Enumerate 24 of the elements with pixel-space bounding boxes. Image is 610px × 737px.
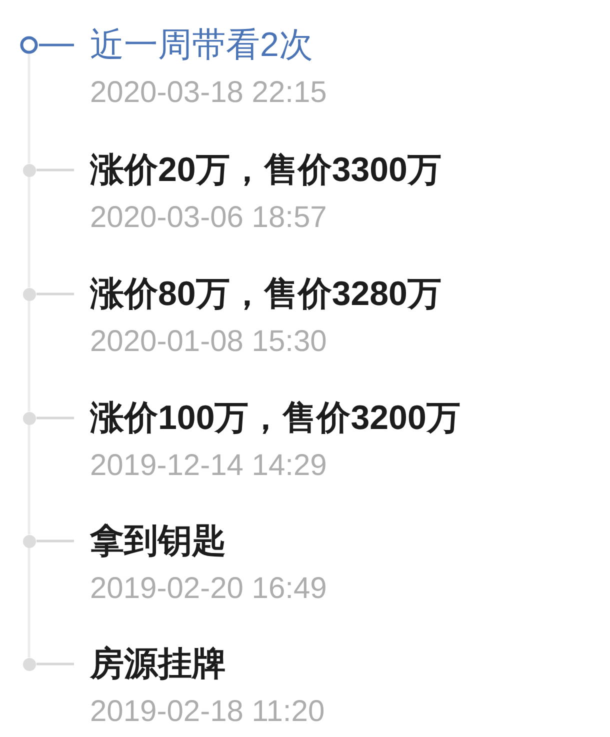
- event-title: 近一周带看2次: [90, 25, 314, 65]
- dot-icon: [22, 164, 36, 176]
- timestamp: 2020-01-08 15:30: [90, 325, 328, 359]
- timestamp: 2019-02-20 16:49: [90, 572, 327, 606]
- event-title: 涨价80万，售价3280万: [90, 274, 442, 314]
- event-title: 涨价100万，售价3200万: [90, 398, 460, 438]
- timestamp: 2019-02-18 11:20: [90, 695, 325, 729]
- timestamp: 2019-12-14 14:29: [90, 449, 328, 483]
- event-title: 拿到钥匙: [90, 521, 227, 561]
- connector-line: [36, 416, 74, 420]
- connector-line: [36, 540, 74, 542]
- connector-line: [36, 168, 74, 172]
- event-title: 涨价20万，售价3300万: [90, 150, 442, 190]
- dot-icon: [22, 288, 36, 300]
- connector-line: [36, 292, 74, 296]
- dot-icon: [22, 412, 36, 424]
- ring-icon: [20, 36, 38, 54]
- dot-icon: [22, 658, 36, 670]
- timestamp: 2020-03-18 22:15: [90, 76, 327, 110]
- event-title: 房源挂牌: [90, 644, 227, 684]
- timestamp: 2020-03-06 18:57: [90, 201, 328, 235]
- connector-line: [39, 44, 74, 46]
- dot-icon: [22, 534, 36, 548]
- connector-line: [36, 662, 74, 666]
